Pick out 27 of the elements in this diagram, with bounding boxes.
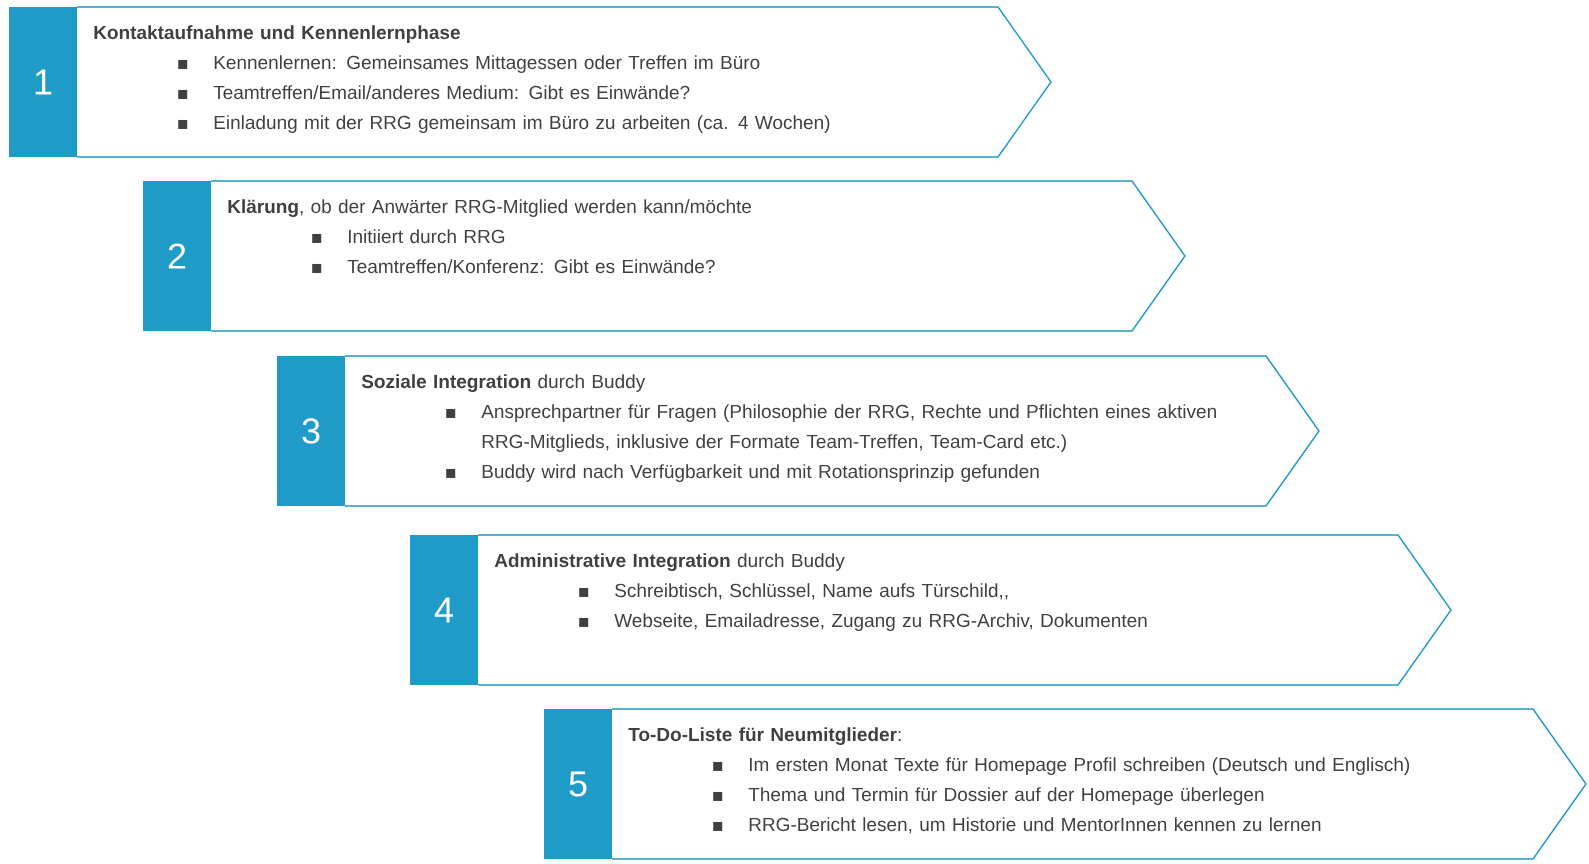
bullet-text: Kennenlernen: Gemeinsames Mittagessen oder Treffen im Büro [214,55,760,73]
bullet-text: Teamtreffen/Email/anderes Medium: Gibt es Einwände? [213,85,690,100]
bullet-text: Teamtreffen/Konferenz: Gibt es Einwände? [347,259,715,274]
bullet-text: Buddy wird nach Verfügbarkeit und mit Rotationsprinzip gefunden [482,464,1039,482]
bullet-text: Schreibtisch, Schlüssel, Name aufs Türschild,, [615,583,1008,600]
bullet-text: RRG-Bericht lesen, um Historie und MentorInnen kennen zu lernen [749,817,1321,834]
bullet-text: Webseite, Emailadresse, Zugang zu RRG-Archiv, Dokumenten [614,613,1147,631]
bullet-text: Ansprechpartner für Fragen (Philosophie der RRG, Rechte und Pflichten eines aktiven RRG-Mitglieds, inklusive der Formate Team-Treffen, Team-Card etc.) [481,404,1216,452]
step-heading: Klärung, ob der Anwärter RRG-Mitglied werden kann/möchte [228,199,752,217]
step-number: 1 [9,7,77,157]
step-number: 3 [277,356,345,506]
bullet-text: Einladung mit der RRG gemeinsam im Büro zu arbeiten (ca. 4 Wochen) [214,115,830,133]
step-banner [611,708,1587,860]
step-banner [344,355,1320,507]
step-banner [210,180,1186,332]
step-banner [477,534,1452,686]
step-number: 5 [544,709,612,859]
step-heading: Soziale Integration durch Buddy [361,374,646,392]
step-number: 2 [143,181,211,331]
step-heading: Administrative Integration durch Buddy [494,553,845,571]
step-banner [76,6,1052,158]
step-number: 4 [410,535,478,685]
bullet-text: Thema und Termin für Dossier auf der Homepage überlegen [748,787,1264,805]
step-heading: To-Do-Liste für Neumitglieder: [628,727,901,745]
bullet-text: Im ersten Monat Texte für Homepage Profil schreiben (Deutsch und Englisch) [749,757,1410,775]
step-heading: Kontaktaufnahme und Kennenlernphase [94,25,460,43]
bullet-text: Initiiert durch RRG [348,229,505,244]
